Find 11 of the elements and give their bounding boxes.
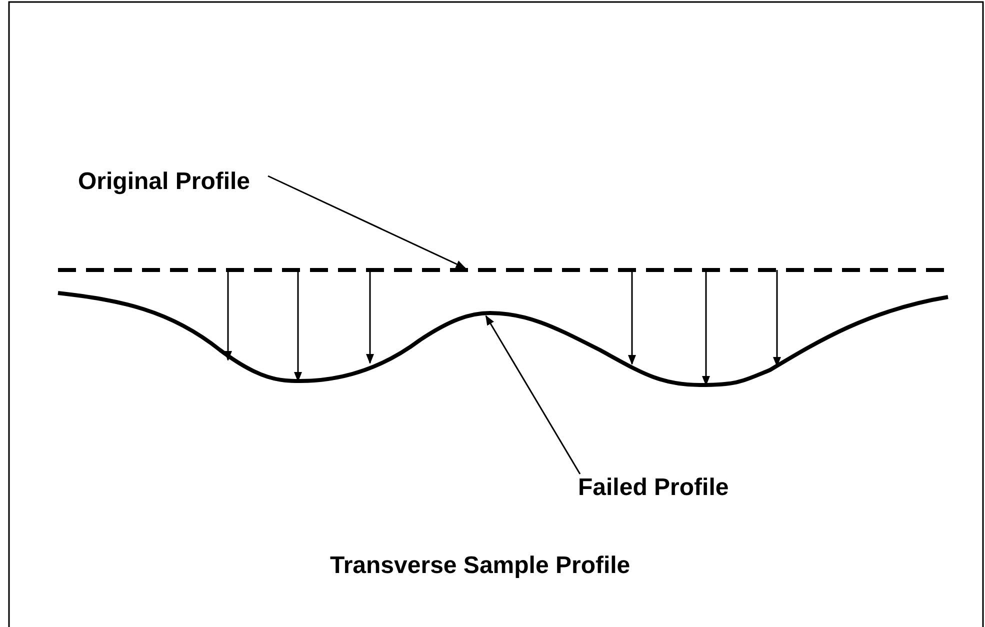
settlement-arrow xyxy=(224,270,232,361)
caption: Transverse Sample Profile xyxy=(330,552,630,580)
label-text: Original Profile xyxy=(78,168,270,198)
settlement-arrow xyxy=(702,270,710,386)
leader-line xyxy=(268,175,466,269)
settlement-arrow xyxy=(366,270,374,364)
settlement-arrow xyxy=(628,270,636,365)
label-text: Failed Profile xyxy=(578,474,758,504)
settlement-arrow xyxy=(294,270,302,382)
leader-line xyxy=(485,315,581,474)
settlement-arrow xyxy=(773,270,781,367)
